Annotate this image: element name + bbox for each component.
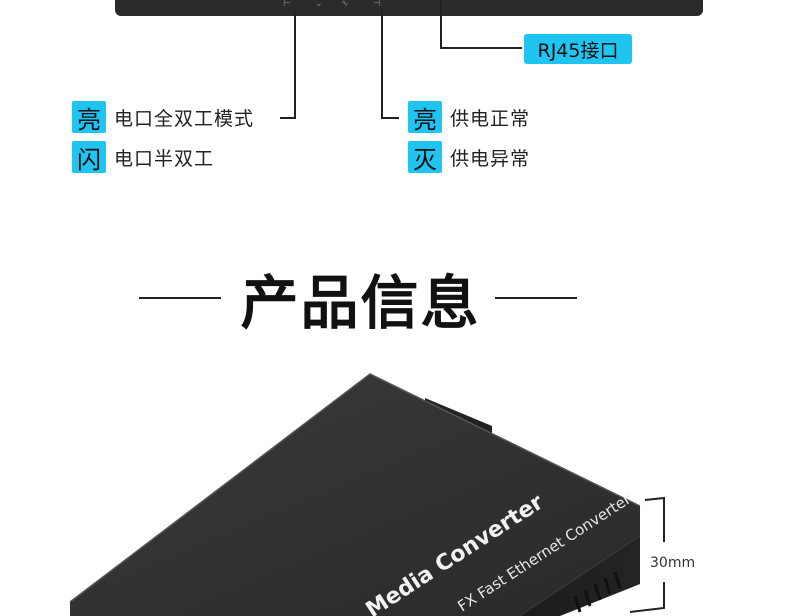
legend-text: 供电正常 <box>450 107 531 130</box>
title-divider-right <box>495 297 577 299</box>
callout-line <box>440 0 442 48</box>
port-marker: ⊢ <box>283 0 291 9</box>
device-edge <box>69 373 641 603</box>
status-badge: 闪 <box>72 141 106 174</box>
legend-text: 电口半双工 <box>114 147 215 170</box>
legend-item: 亮 供电正常 <box>408 101 531 134</box>
dimension-bracket <box>629 582 665 613</box>
status-badge: 亮 <box>408 101 442 134</box>
vent-slots <box>573 571 622 613</box>
legend-text: 电口全双工模式 <box>114 107 255 130</box>
callout-line <box>280 117 296 119</box>
callout-line <box>381 10 383 118</box>
product-image: Media Converter FX Fast Ethernet Convert… <box>69 373 665 616</box>
legend-item: 闪 电口半双工 <box>72 141 215 174</box>
device-side-face <box>520 536 640 616</box>
section-title: 产品信息 <box>240 269 481 337</box>
callout-line <box>381 117 399 119</box>
status-badge: 亮 <box>72 101 106 134</box>
title-divider-left <box>139 297 221 299</box>
dimension-bracket <box>644 496 665 542</box>
callout-line <box>294 10 296 118</box>
port-marker: ⊣ <box>373 0 381 9</box>
callout-line <box>440 47 522 49</box>
device-front-panel: ⊢ ⌄ ∿ ⊣ <box>115 0 703 16</box>
dimension-label: 30mm <box>650 555 696 571</box>
port-marker: ∿ <box>341 0 349 9</box>
legend-item: 灭 供电异常 <box>408 141 531 174</box>
legend-text: 供电异常 <box>450 147 531 170</box>
status-badge: 灭 <box>408 141 442 174</box>
device-top-face <box>70 374 640 616</box>
legend-item: 亮 电口全双工模式 <box>72 101 255 134</box>
rj45-label: RJ45接口 <box>524 34 632 64</box>
port-marker: ⌄ <box>315 0 323 9</box>
